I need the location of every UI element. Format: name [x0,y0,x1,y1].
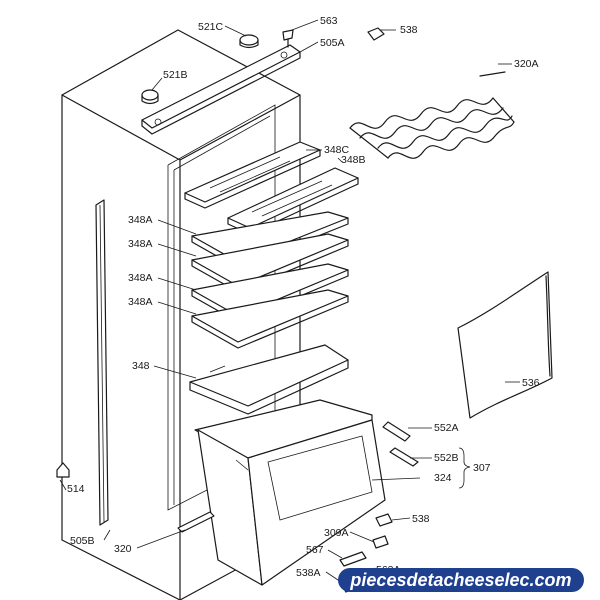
label-324: 324 [434,472,452,484]
door-seal-strip [95,199,109,526]
watermark: piecesdetacheeselec.com [338,568,584,592]
leader-lines [59,19,520,585]
rail-552b [389,447,419,467]
label-521b: 521B [163,69,188,81]
watermark-pill [338,568,584,592]
label-538-top: 538 [400,24,418,36]
foot-514 [56,462,70,478]
label-505b: 505B [70,535,95,547]
vegetable-drawer [194,399,386,586]
block-309a [372,535,389,549]
label-348a-1: 348A [128,214,153,226]
label-307: 307 [473,462,491,474]
label-348a-3: 348A [128,272,153,284]
watermark-text: piecesdetacheeselec.com [349,570,571,590]
label-348: 348 [132,360,150,372]
label-536: 536 [522,377,540,389]
shelf-348 [189,344,349,415]
screw-563 [282,29,294,48]
label-552a: 552A [434,422,459,434]
plate-567 [339,551,367,567]
hinge-320 [177,511,215,533]
label-552b: 552B [434,452,459,464]
label-563: 563 [320,15,338,27]
label-505a: 505A [320,37,345,49]
shelf-348c [184,141,321,209]
rail-552a [382,421,411,442]
cap-521b [141,89,159,105]
label-538-mid: 538 [412,513,430,525]
label-348c: 348C [324,144,350,156]
label-348a-4: 348A [128,296,153,308]
label-320: 320 [114,543,132,555]
label-348a-2: 348A [128,238,153,250]
shelf-348a-4 [191,289,349,349]
label-521c: 521C [198,21,224,33]
wine-rack [349,71,515,159]
label-320a: 320A [514,58,539,70]
clip-538-mid [375,513,393,527]
cap-521c [239,34,259,49]
crisper-cover [457,271,553,419]
label-538a: 538A [296,567,321,579]
label-348b: 348B [341,154,366,166]
label-514: 514 [67,483,85,495]
label-567: 567 [306,544,324,556]
clip-538-top [367,27,385,41]
label-309a: 309A [324,527,349,539]
